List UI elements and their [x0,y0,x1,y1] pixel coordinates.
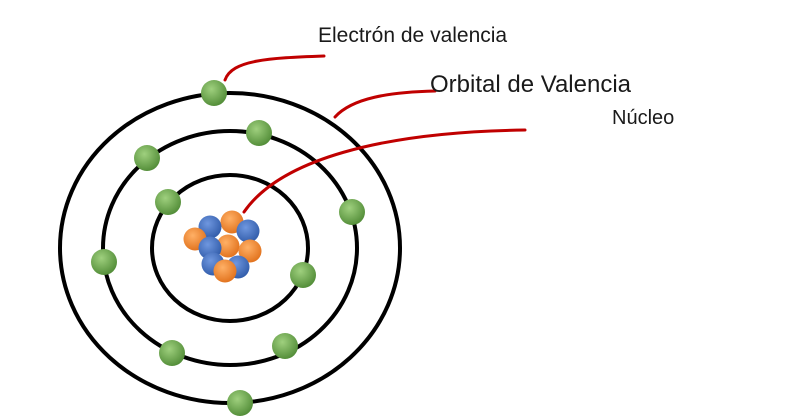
nucleus-label: Núcleo [612,107,675,129]
leader-line-orbital [333,89,437,119]
leader-line-electron [223,54,326,82]
electron [246,120,272,146]
neutron [236,219,260,243]
electron [339,199,365,225]
proton [216,234,240,258]
valence-orbital-label: Orbital de Valencia [430,71,631,98]
electron [272,333,298,359]
leader-line-nucleus [242,128,527,214]
electron [155,189,181,215]
inner-orbit [150,173,310,323]
nucleus [183,210,262,283]
electron [290,262,316,288]
valence-electron [201,80,227,106]
leader-lines [223,54,527,214]
electrons [91,80,365,416]
valence-electron-label: Electrón de valencia [318,24,508,47]
proton [213,259,237,283]
electron [134,145,160,171]
electron [159,340,185,366]
electron [227,390,253,416]
electron [91,249,117,275]
middle-orbit [101,129,359,367]
proton [238,239,262,263]
